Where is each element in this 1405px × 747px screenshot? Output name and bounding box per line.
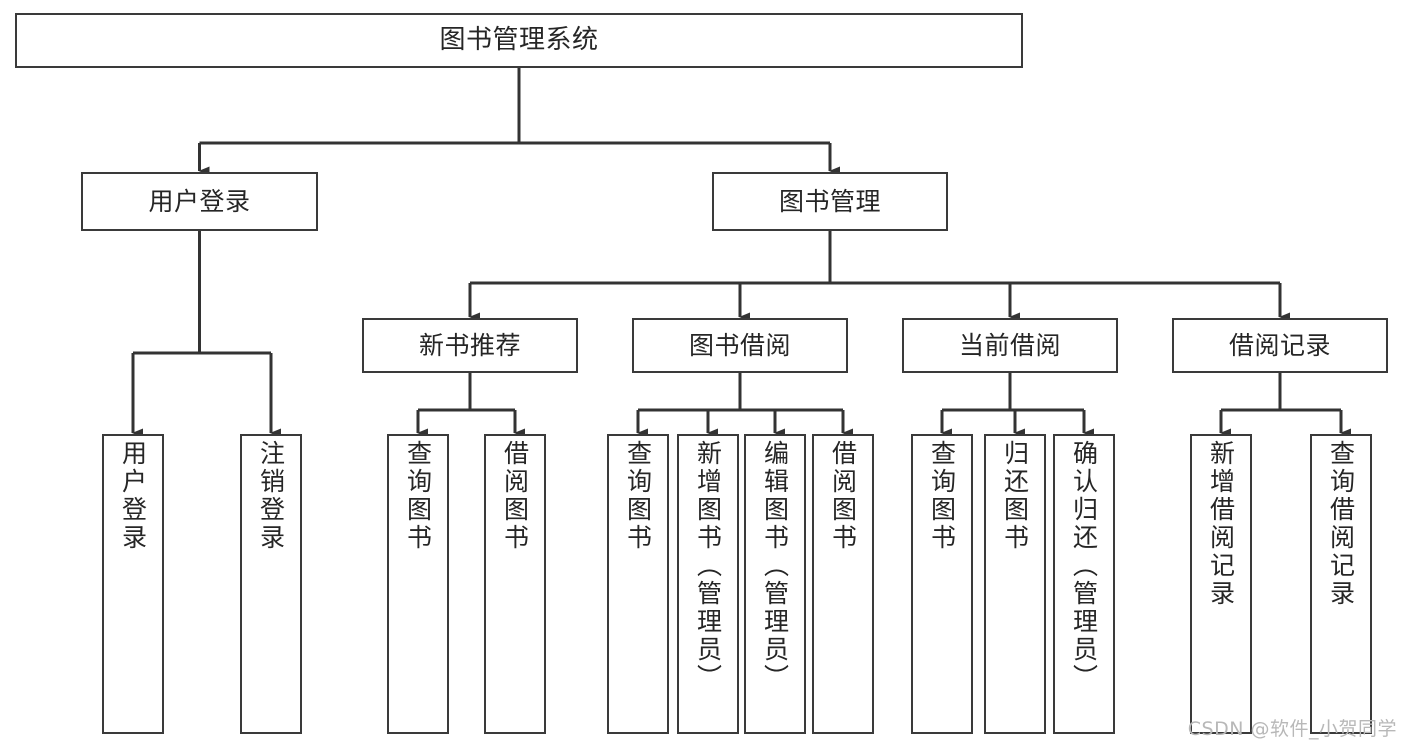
node-leaf-borrow-book-2[interactable]: 借阅图书 [812,434,874,734]
node-leaf-query-record[interactable]: 查询借阅记录 [1310,434,1372,734]
node-leaf-add-book[interactable]: 新增图书（管理员） [677,434,739,734]
node-leaf-add-record[interactable]: 新增借阅记录 [1190,434,1252,734]
node-leaf-borrow-book-1[interactable]: 借阅图书 [484,434,546,734]
node-label: 借阅图书 [828,440,858,552]
node-label: 查询借阅记录 [1326,440,1356,608]
node-label: 查询图书 [623,440,653,552]
node-label: 注销登录 [256,440,286,552]
node-label: 当前借阅 [958,331,1061,360]
node-new-book-rec[interactable]: 新书推荐 [362,318,578,373]
node-label: 图书管理 [778,187,881,216]
node-leaf-query-book-2[interactable]: 查询图书 [607,434,669,734]
node-label: 确认归还（管理员） [1069,440,1099,692]
node-label: 新书推荐 [418,331,521,360]
node-label: 图书借阅 [688,331,791,360]
node-label: 查询图书 [927,440,957,552]
node-label: 用户登录 [118,440,148,552]
node-label: 用户登录 [148,187,251,216]
node-leaf-query-book-1[interactable]: 查询图书 [387,434,449,734]
node-book-manage[interactable]: 图书管理 [712,172,948,231]
node-label: 新增图书（管理员） [693,440,723,692]
node-label: 查询图书 [403,440,433,552]
node-root[interactable]: 图书管理系统 [15,13,1023,68]
node-leaf-edit-book[interactable]: 编辑图书（管理员） [744,434,806,734]
node-label: 借阅记录 [1228,331,1331,360]
node-leaf-return-book[interactable]: 归还图书 [984,434,1046,734]
node-label: 新增借阅记录 [1206,440,1236,608]
node-leaf-confirm-return[interactable]: 确认归还（管理员） [1053,434,1115,734]
node-current-borrow[interactable]: 当前借阅 [902,318,1118,373]
node-user-login[interactable]: 用户登录 [81,172,318,231]
watermark-label: CSDN @软件_小贺同学 [1187,718,1397,740]
node-borrow-record[interactable]: 借阅记录 [1172,318,1388,373]
node-book-borrow[interactable]: 图书借阅 [632,318,848,373]
node-label: 编辑图书（管理员） [760,440,790,692]
node-leaf-user-login[interactable]: 用户登录 [102,434,164,734]
node-leaf-user-logout[interactable]: 注销登录 [240,434,302,734]
node-leaf-query-book-3[interactable]: 查询图书 [911,434,973,734]
node-label: 图书管理系统 [439,25,599,56]
node-label: 借阅图书 [500,440,530,552]
node-label: 归还图书 [1000,440,1030,552]
